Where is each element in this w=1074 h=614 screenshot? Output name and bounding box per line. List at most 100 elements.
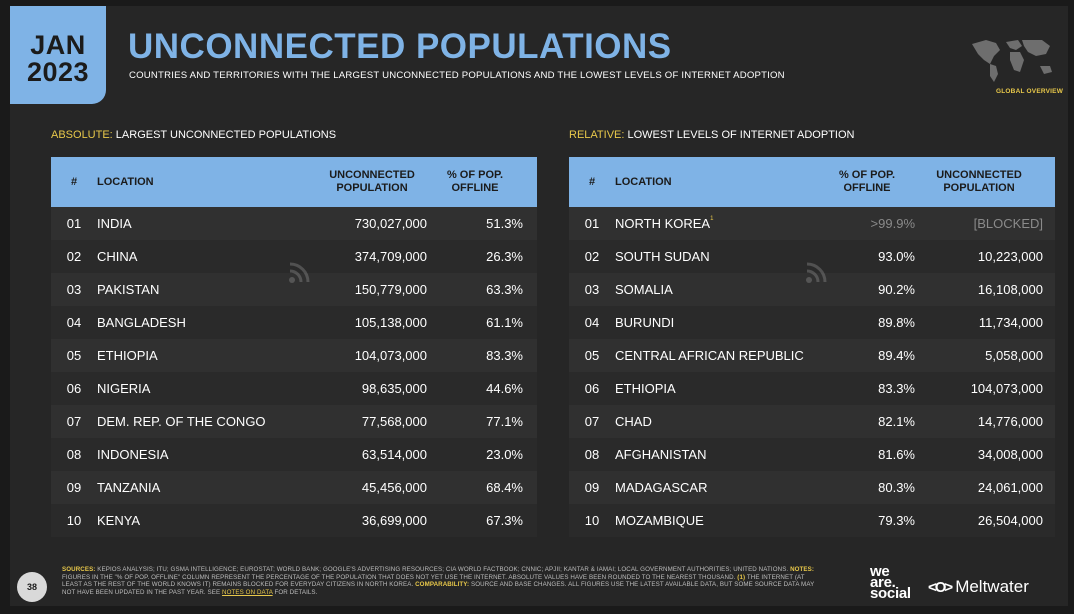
- table-row: 03 SOMALIA 90.2% 16,108,000: [569, 273, 1055, 306]
- row-pct-offline: 68.4%: [486, 480, 523, 495]
- row-footnote-marker: 1: [710, 216, 714, 222]
- row-location: BURUNDI: [615, 315, 819, 330]
- row-population: 34,008,000: [977, 447, 1043, 462]
- row-index: 05: [66, 348, 82, 363]
- row-location: KENYA: [97, 513, 141, 528]
- row-location: ETHIOPIA: [615, 381, 819, 396]
- row-location-text: BURUNDI: [615, 315, 675, 330]
- absolute-table-header: # LOCATION UNCONNECTED POPULATION % OF P…: [51, 157, 537, 207]
- row-pct-offline: 81.6%: [878, 447, 915, 462]
- table-row: 08 AFGHANISTAN 81.6% 34,008,000: [569, 438, 1055, 471]
- row-index: 01: [584, 216, 600, 231]
- row-index: 07: [584, 414, 600, 429]
- row-index: 08: [66, 447, 82, 462]
- row-pct-offline: 90.2%: [878, 282, 915, 297]
- row-population: 104,073,000: [354, 348, 427, 363]
- row-pct-offline: 67.3%: [486, 513, 523, 528]
- notes-on-data-link[interactable]: NOTES ON DATA: [222, 588, 273, 596]
- col-population: UNCONNECTED POPULATION: [915, 169, 1055, 195]
- col-index: #: [70, 175, 78, 188]
- col-index: #: [588, 175, 596, 188]
- col-pct-line2: OFFLINE: [843, 182, 891, 194]
- row-index: 10: [66, 513, 82, 528]
- row-location: CHINA: [97, 249, 138, 264]
- footer-end-text: FOR DETAILS.: [272, 588, 318, 596]
- comparability-text: SOURCE AND BASE CHANGES. ALL FIGURES USE…: [62, 581, 815, 596]
- col-pct-offline: % OF POP. OFFLINE: [427, 169, 537, 195]
- date-badge: JAN 2023: [10, 6, 106, 104]
- row-location-text: SOMALIA: [615, 282, 673, 297]
- row-index: 07: [66, 414, 82, 429]
- row-population: 150,779,000: [354, 282, 427, 297]
- sources-label: SOURCES:: [62, 566, 96, 573]
- col-population-line2: POPULATION: [336, 182, 408, 194]
- meltwater-wordmark: Meltwater: [955, 577, 1029, 596]
- row-index: 03: [584, 282, 600, 297]
- comparability-label: COMPARABILITY:: [415, 581, 470, 589]
- row-location: DEM. REP. OF THE CONGO: [97, 414, 266, 429]
- row-pct-offline: 61.1%: [486, 315, 523, 330]
- row-population: 5,058,000: [985, 348, 1043, 363]
- global-overview-label: GLOBAL OVERVIEW: [996, 88, 1064, 95]
- logo-social: social: [870, 585, 911, 602]
- row-index: 04: [584, 315, 600, 330]
- datareportal-watermark-icon: [289, 262, 310, 283]
- page-number: 38: [17, 572, 47, 602]
- row-location-text: MOZAMBIQUE: [615, 513, 704, 528]
- row-location-text: CHAD: [615, 414, 652, 429]
- col-pct-offline: % OF POP. OFFLINE: [819, 169, 915, 195]
- row-location-text: ETHIOPIA: [615, 381, 676, 396]
- we-are-social-logo: we are. social: [870, 564, 911, 602]
- notes-text: FIGURES IN THE "% OF POP. OFFLINE" COLUM…: [62, 573, 738, 581]
- row-index: 02: [584, 249, 600, 264]
- row-pct-offline: 23.0%: [486, 447, 523, 462]
- page-title: UNCONNECTED POPULATIONS: [128, 27, 672, 66]
- row-index: 08: [584, 447, 600, 462]
- row-location-text: MADAGASCAR: [615, 480, 708, 495]
- row-pct-offline: >99.9%: [870, 216, 915, 231]
- datareportal-watermark-icon: [806, 262, 827, 283]
- relative-label-text: LOWEST LEVELS OF INTERNET ADOPTION: [624, 129, 855, 141]
- row-location: INDONESIA: [97, 447, 169, 462]
- row-index: 09: [584, 480, 600, 495]
- row-location-text: NORTH KOREA: [615, 216, 711, 231]
- absolute-label-accent: ABSOLUTE:: [51, 129, 113, 141]
- date-year: 2023: [26, 57, 90, 87]
- note1-text: THE INTERNET (AT LEAST AS THE REST OF TH…: [62, 573, 805, 589]
- row-pct-offline: 83.3%: [878, 381, 915, 396]
- col-pct-line1: % OF POP.: [446, 169, 504, 181]
- col-pct-line2: OFFLINE: [451, 182, 499, 194]
- absolute-label-text: LARGEST UNCONNECTED POPULATIONS: [112, 129, 337, 141]
- row-location-text: AFGHANISTAN: [615, 447, 707, 462]
- row-location: CHAD: [615, 414, 819, 429]
- meltwater-logo: <O> Meltwater: [928, 577, 1029, 597]
- row-pct-offline: 44.6%: [486, 381, 523, 396]
- row-pct-offline: 89.8%: [878, 315, 915, 330]
- row-location-text: SOUTH SUDAN: [615, 249, 710, 264]
- row-population: 16,108,000: [977, 282, 1043, 297]
- row-population: 63,514,000: [361, 447, 427, 462]
- row-pct-offline: 89.4%: [878, 348, 915, 363]
- row-population: 77,568,000: [361, 414, 427, 429]
- row-pct-offline: 51.3%: [486, 216, 523, 231]
- row-location-text: CENTRAL AFRICAN REPUBLIC: [615, 348, 804, 363]
- notes-label: NOTES:: [790, 566, 815, 573]
- row-population: 98,635,000: [361, 381, 427, 396]
- relative-section-label: RELATIVE: LOWEST LEVELS OF INTERNET ADOP…: [569, 129, 854, 141]
- row-index: 02: [66, 249, 82, 264]
- col-pct-line1: % OF POP.: [838, 169, 896, 181]
